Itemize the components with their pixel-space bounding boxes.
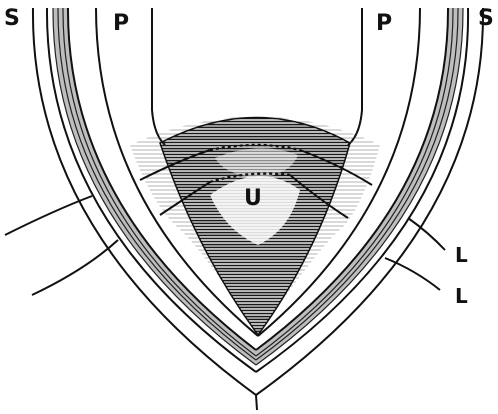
label-p-left: P bbox=[113, 11, 129, 36]
label-s-left: S bbox=[4, 6, 20, 31]
lens-region bbox=[130, 117, 380, 336]
label-p-right: P bbox=[376, 11, 392, 36]
label-l-upper: L bbox=[455, 243, 468, 267]
label-u: U bbox=[244, 186, 262, 211]
label-s-right: S bbox=[478, 6, 494, 31]
label-l-lower: L bbox=[455, 284, 468, 308]
tip-line bbox=[256, 395, 257, 410]
